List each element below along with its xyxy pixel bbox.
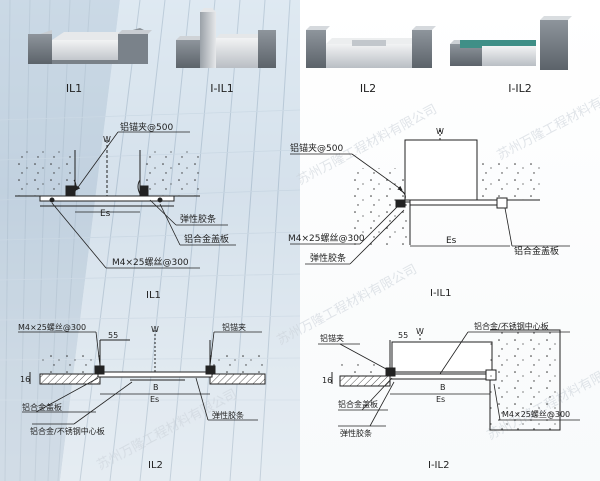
i-il2-cover-label: 铝合金盖板 xyxy=(338,399,378,409)
i-il1-seal-label: 弹性胶条 xyxy=(310,252,346,264)
dim-es: Es xyxy=(436,395,445,404)
thumbnail-i-il1: I-IL1 xyxy=(176,8,276,95)
dim-b: B xyxy=(153,383,159,392)
thumbnail-label: IL1 xyxy=(66,82,82,95)
i-il1-cover-label: 铝合金盖板 xyxy=(514,245,559,257)
i-il1-leaders xyxy=(290,153,570,265)
dim-16: 16 xyxy=(20,375,30,384)
dim-b: B xyxy=(440,383,446,392)
dim-w: W xyxy=(103,135,111,144)
il2-seal-label: 弹性胶条 xyxy=(212,410,244,420)
il1-leaders xyxy=(51,131,236,269)
il2-leaders xyxy=(18,331,262,425)
thumbnail-il2: IL2 xyxy=(306,26,436,95)
dim-55: 55 xyxy=(398,331,408,340)
section-il2 xyxy=(29,330,266,385)
il2-anchor-label: 铝锚夹 xyxy=(222,322,246,332)
dim-es: Es xyxy=(150,395,159,404)
i-il1-title: I-IL1 xyxy=(430,288,451,299)
i-il2-leaders xyxy=(318,331,580,427)
dim-es: Es xyxy=(100,209,111,219)
i-il2-seal-label: 弹性胶条 xyxy=(340,428,372,438)
thumbnail-label: I-IL1 xyxy=(210,82,234,95)
i-il2-screw-label: M4×25螺丝@300 xyxy=(502,409,570,419)
il1-seal-label: 弹性胶条 xyxy=(180,213,216,225)
il2-cover-label: 铝合金盖板 xyxy=(22,402,62,412)
dim-w: W xyxy=(416,327,424,336)
dim-16: 16 xyxy=(322,376,332,385)
i-il1-anchor-label: 铝锚夹@500 xyxy=(290,142,343,154)
i-il2-title: I-IL2 xyxy=(428,460,449,471)
il2-screw-label: M4×25螺丝@300 xyxy=(18,322,86,332)
i-il1-screw-label: M4×25螺丝@300 xyxy=(288,232,365,244)
thumbnail-il1: IL1 xyxy=(28,28,152,95)
thumbnail-i-il2: I-IL2 xyxy=(450,16,572,95)
il1-screw-label: M4×25螺丝@300 xyxy=(112,256,189,268)
dim-w: W xyxy=(151,325,159,334)
i-il2-anchor-label: 铝锚夹 xyxy=(320,333,344,343)
il1-anchor-label: 铝锚夹@500 xyxy=(120,121,173,133)
dim-55: 55 xyxy=(108,331,118,340)
il2-title: IL2 xyxy=(148,460,163,471)
il1-cover-label: 铝合金盖板 xyxy=(184,233,229,245)
section-i-il2 xyxy=(331,329,561,431)
section-i-il1 xyxy=(350,130,540,245)
dim-w: W xyxy=(436,127,444,136)
section-il1 xyxy=(15,140,200,207)
dim-es: Es xyxy=(446,236,457,246)
thumbnail-label: IL2 xyxy=(360,82,376,95)
i-il2-center-label: 铝合金/不锈钢中心板 xyxy=(474,321,549,331)
il2-center-label: 铝合金/不锈钢中心板 xyxy=(30,426,105,436)
thumbnail-label: I-IL2 xyxy=(508,82,532,95)
il1-title: IL1 xyxy=(146,290,161,301)
